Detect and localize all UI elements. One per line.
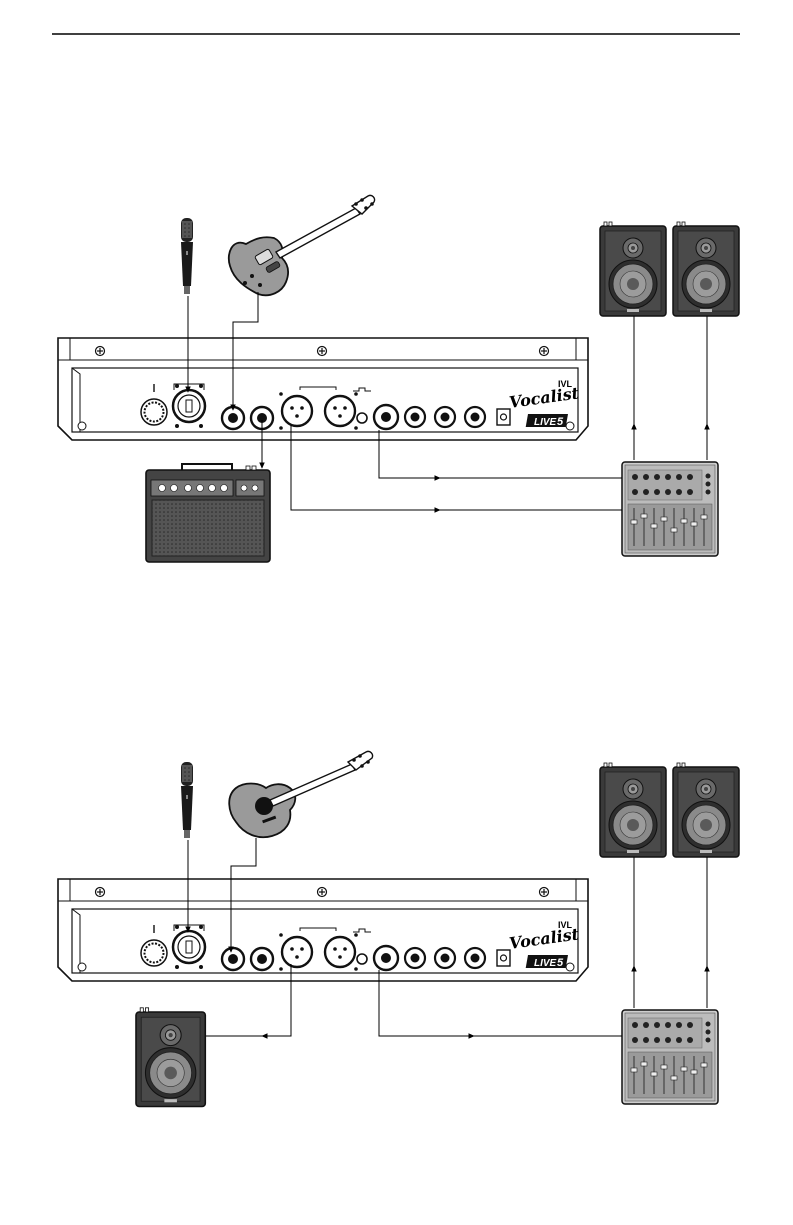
vocalist-live5-unit: IVL Vocalist LIVE 5 <box>58 338 588 440</box>
acoustic-guitar-icon <box>229 751 372 837</box>
speaker-cabinet-icon <box>673 222 739 316</box>
speaker-cabinet-icon <box>600 222 666 316</box>
model-badge: LIVE 5 <box>526 955 568 969</box>
microphone-icon <box>181 762 193 838</box>
diagram-1: IVL Vocalist LIVE 5 <box>58 195 739 562</box>
microphone-icon <box>181 218 193 294</box>
svg-text:LIVE: LIVE <box>534 417 557 428</box>
svg-text:5: 5 <box>557 416 564 428</box>
model-badge: LIVE 5 <box>526 414 568 428</box>
mixer-icon <box>622 462 718 556</box>
guitar-amp-icon <box>146 464 270 562</box>
speaker-cabinet-icon <box>673 763 739 857</box>
svg-text:5: 5 <box>557 957 564 969</box>
mixer-icon <box>622 1010 718 1104</box>
svg-text:LIVE: LIVE <box>534 958 557 969</box>
electric-guitar-icon <box>229 195 375 295</box>
vocalist-live5-unit: IVL Vocalist LIVE 5 <box>58 879 588 981</box>
speaker-cabinet-icon <box>136 1008 205 1107</box>
diagram-2: IVL Vocalist LIVE 5 <box>58 751 739 1106</box>
speaker-cabinet-icon <box>600 763 666 857</box>
